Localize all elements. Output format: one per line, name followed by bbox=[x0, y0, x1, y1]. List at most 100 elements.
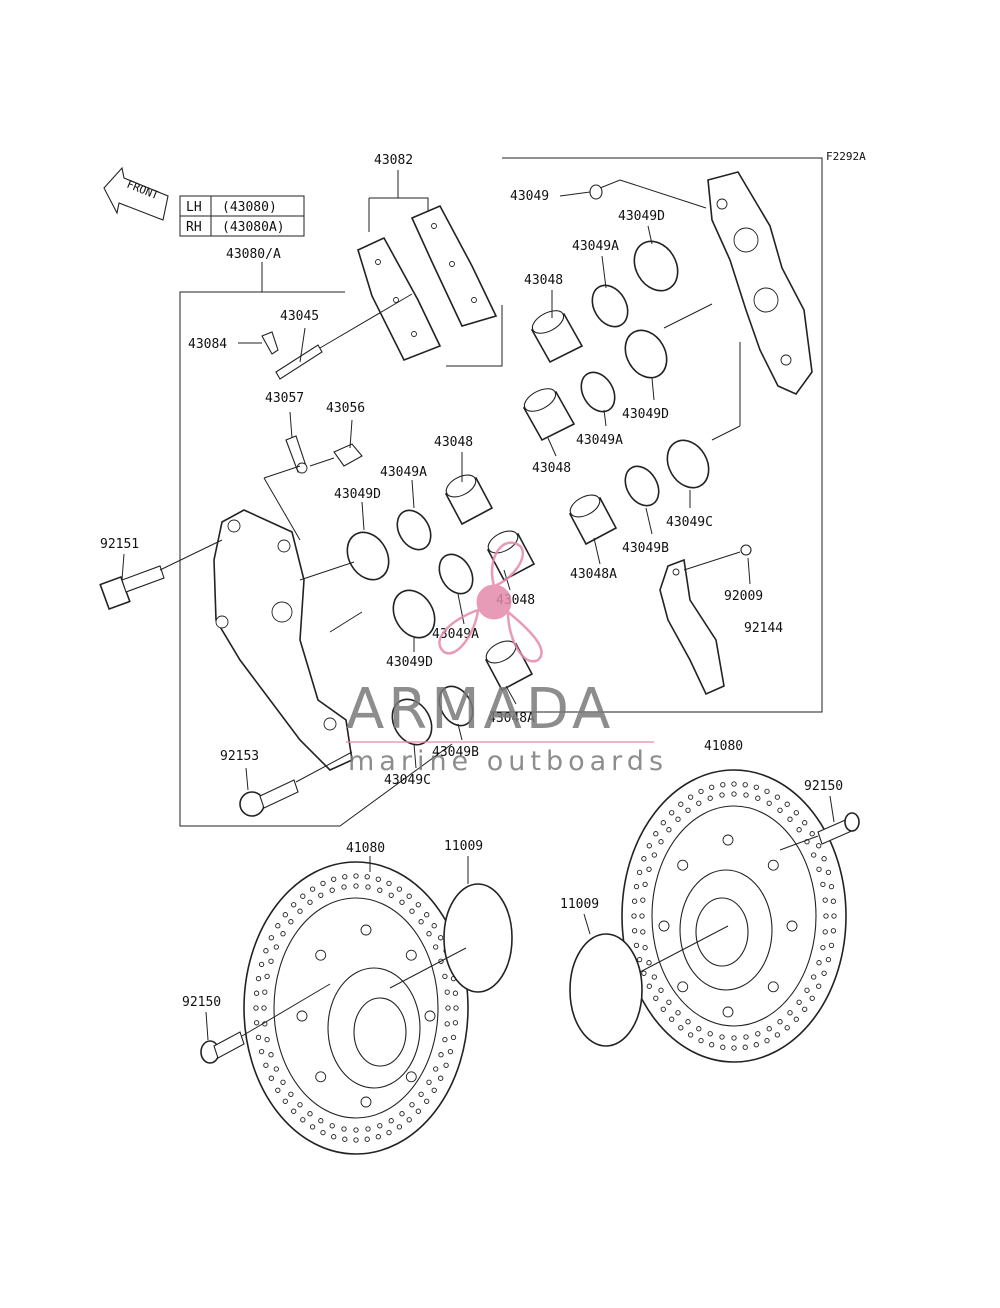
disc-vent-hole bbox=[263, 1062, 269, 1068]
disc-vent-hole bbox=[315, 949, 327, 961]
disc-vent-hole bbox=[438, 1075, 444, 1081]
disc-vent-hole bbox=[755, 795, 761, 801]
disc-vent-hole bbox=[774, 794, 781, 800]
bleeder-cap-icon bbox=[285, 435, 308, 474]
disc-vent-hole bbox=[318, 892, 324, 898]
label-bracket: 92144 bbox=[744, 621, 783, 636]
disc-vent-hole bbox=[633, 883, 640, 890]
disc-vent-hole bbox=[646, 843, 652, 849]
disc-vent-hole bbox=[731, 781, 737, 787]
disc-vent-hole bbox=[300, 893, 306, 899]
seal-rings-right-group bbox=[580, 240, 710, 507]
label-bolt-lower: 92153 bbox=[220, 749, 259, 764]
disc-vent-hole bbox=[452, 1020, 459, 1026]
disc-vent-hole bbox=[767, 981, 779, 993]
disc-vent-hole bbox=[678, 1025, 684, 1031]
disc-vent-hole bbox=[720, 782, 726, 788]
disc-vent-hole bbox=[646, 960, 652, 966]
disc-vent-hole bbox=[642, 944, 648, 951]
caliper-bolt-upper-icon bbox=[99, 539, 223, 611]
disc-vent-hole bbox=[653, 995, 659, 1001]
disc-vent-hole bbox=[444, 989, 450, 995]
disc-vent-hole bbox=[825, 869, 832, 876]
seal-ring-small-icon bbox=[589, 184, 603, 200]
piston-icon bbox=[568, 494, 618, 546]
disc-vent-hole bbox=[288, 919, 294, 925]
front-arrow-icon: FRONT bbox=[103, 166, 169, 221]
disc-vent-hole bbox=[787, 816, 793, 822]
disc-vent-hole bbox=[821, 856, 827, 862]
pad-pin-icon bbox=[275, 293, 413, 380]
disc-vent-hole bbox=[787, 1010, 793, 1016]
disc-vent-hole bbox=[640, 929, 646, 935]
disc-vent-hole bbox=[255, 975, 262, 982]
seal-ring-icon bbox=[396, 509, 432, 551]
disc-vent-hole bbox=[365, 884, 371, 890]
label-seal-b-1: 43049B bbox=[622, 541, 669, 556]
disc-vent-hole bbox=[796, 999, 802, 1005]
disc-vent-hole bbox=[793, 810, 799, 816]
label-bolt-disc-left: 92150 bbox=[182, 995, 221, 1010]
disc-vent-hole bbox=[273, 944, 279, 950]
disc-vent-hole bbox=[696, 800, 702, 806]
disc-vent-hole bbox=[731, 1045, 737, 1051]
disc-vent-hole bbox=[297, 908, 303, 914]
disc-vent-hole bbox=[453, 1005, 459, 1011]
disc-vent-hole bbox=[722, 1006, 734, 1018]
disc-vent-hole bbox=[677, 859, 689, 871]
bleeder-valve-icon bbox=[309, 443, 363, 467]
caliper-bolt-lower-icon bbox=[239, 751, 353, 817]
disc-vent-hole bbox=[315, 1071, 327, 1083]
brake-pad-right-icon bbox=[410, 204, 498, 327]
piston-icon bbox=[530, 310, 584, 364]
label-piston-3: 43048 bbox=[434, 435, 473, 450]
disc-vent-hole bbox=[636, 956, 643, 963]
disc-vent-hole bbox=[431, 923, 437, 929]
label-nut: 92009 bbox=[724, 589, 763, 604]
label-pad-set: 43082 bbox=[374, 153, 413, 168]
disc-vent-hole bbox=[268, 958, 274, 964]
disc-vent-hole bbox=[320, 1129, 326, 1136]
brake-disc-left-icon bbox=[243, 861, 469, 1155]
pistons-left-group bbox=[299, 474, 536, 692]
disc-vent-hole bbox=[823, 913, 829, 919]
disc-vent-hole bbox=[353, 1127, 359, 1133]
disc-vent-hole bbox=[447, 1048, 454, 1055]
disc-vent-hole bbox=[377, 1123, 383, 1129]
disc-vent-hole bbox=[658, 920, 670, 932]
label-seal-c-1: 43049C bbox=[666, 515, 713, 530]
disc-vent-hole bbox=[678, 801, 684, 807]
pad-spring-bracket-icon bbox=[659, 558, 725, 696]
disc-vent-hole bbox=[331, 876, 337, 882]
disc-vent-hole bbox=[709, 1042, 715, 1048]
disc-vent-hole bbox=[707, 1031, 713, 1037]
disc-vent-hole bbox=[651, 852, 657, 858]
disc-vent-hole bbox=[646, 866, 652, 872]
side-lh-part: (43080) bbox=[222, 200, 277, 215]
disc-vent-hole bbox=[261, 1005, 267, 1011]
disc-vent-hole bbox=[766, 800, 772, 806]
disc-vent-hole bbox=[816, 983, 822, 989]
clip-icon bbox=[261, 331, 279, 355]
disc-vent-hole bbox=[821, 970, 827, 976]
disc-vent-hole bbox=[318, 1118, 324, 1124]
pistons-right-group bbox=[522, 303, 741, 546]
watermark: ARMADA marine outboards bbox=[346, 541, 663, 777]
disc-vent-hole bbox=[633, 942, 640, 949]
disc-vent-hole bbox=[300, 1117, 306, 1123]
disc-vent-hole bbox=[399, 1111, 405, 1117]
disc-vent-hole bbox=[666, 827, 672, 833]
disc-vent-hole bbox=[698, 788, 704, 795]
disc-vent-hole bbox=[809, 995, 815, 1001]
side-lh-label: LH bbox=[186, 200, 202, 215]
piston-icon bbox=[486, 530, 536, 582]
label-seal-c-2: 43049C bbox=[384, 773, 431, 788]
side-rh-part: (43080A) bbox=[222, 220, 285, 235]
disc-vent-hole bbox=[406, 893, 412, 899]
disc-vent-hole bbox=[424, 912, 430, 918]
disc-vent-hole bbox=[687, 1032, 694, 1038]
disc-vent-hole bbox=[377, 887, 383, 893]
label-bleeder-valve: 43056 bbox=[326, 401, 365, 416]
disc-vent-hole bbox=[264, 1036, 270, 1043]
